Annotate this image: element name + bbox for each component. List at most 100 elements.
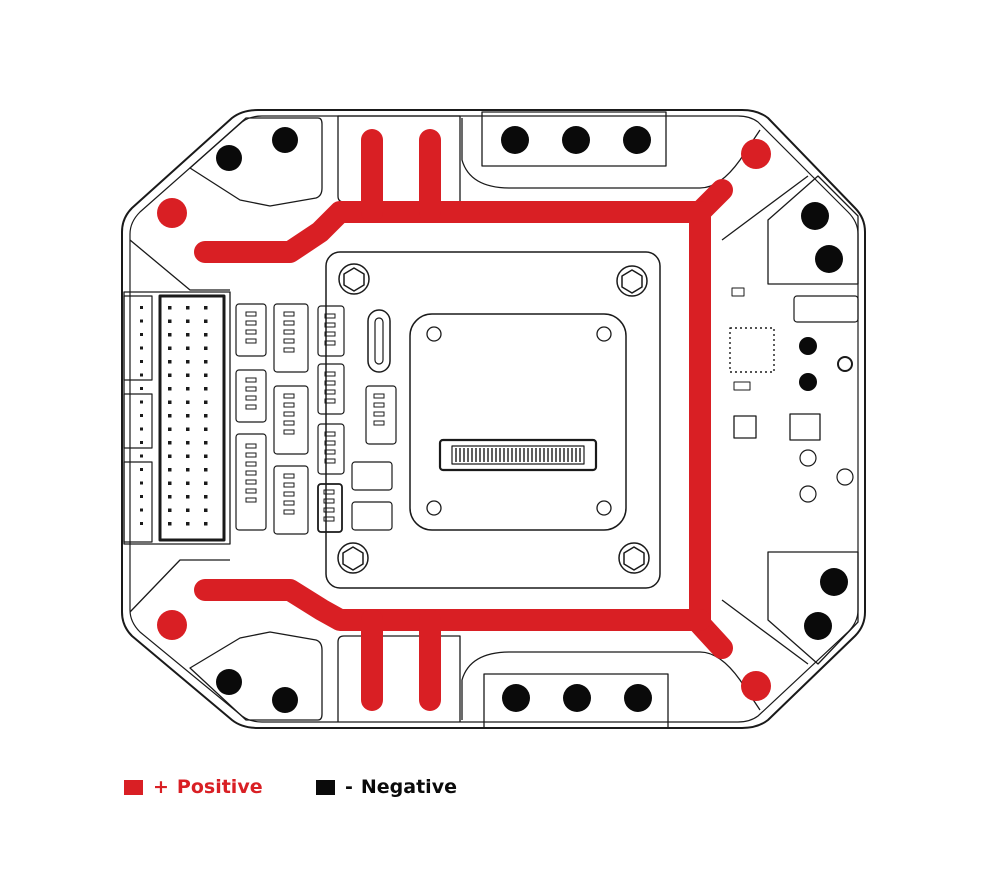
side-header-pin xyxy=(140,427,143,431)
positive-pad-1 xyxy=(157,198,187,228)
connector-pin xyxy=(323,516,335,522)
negative-pad-12 xyxy=(502,684,530,712)
negative-pad-1 xyxy=(216,145,242,171)
screw-top-right xyxy=(616,265,648,297)
header-pin xyxy=(186,441,190,445)
side-header-pin xyxy=(140,360,143,363)
legend-negative-symbol: - xyxy=(345,776,353,798)
header-pin xyxy=(168,346,172,350)
ic-dotted xyxy=(729,327,775,373)
header-pin xyxy=(204,427,208,431)
header-pin-grid xyxy=(140,306,208,526)
header-pin xyxy=(204,481,208,485)
header-pin xyxy=(168,333,172,337)
jst-connector-1 xyxy=(235,303,267,357)
header-pin xyxy=(204,522,208,526)
header-pin xyxy=(204,387,208,391)
header-pin xyxy=(204,319,208,323)
connector-pin xyxy=(283,347,295,353)
side-header-pin xyxy=(140,400,143,404)
header-pin xyxy=(204,508,208,512)
legend-negative-swatch xyxy=(316,779,335,795)
connector-pin xyxy=(323,489,335,495)
edge-trim-left-top xyxy=(129,239,230,291)
fc-hole-4 xyxy=(596,500,612,516)
header-pin xyxy=(168,387,172,391)
chip-right xyxy=(789,413,821,441)
header-pin xyxy=(204,495,208,499)
connector-pin xyxy=(324,322,336,328)
header-pin xyxy=(168,319,172,323)
screw-top-left xyxy=(338,263,370,295)
connector-pin xyxy=(283,320,295,326)
connector-bank-left xyxy=(123,291,231,545)
connector-pin xyxy=(245,479,257,485)
header-pin xyxy=(186,522,190,526)
side-header-pin xyxy=(140,468,143,471)
positive-pad-2 xyxy=(741,139,771,169)
connector-pin xyxy=(324,331,336,337)
jst-connector-3 xyxy=(235,433,267,531)
test-point-2 xyxy=(836,468,854,486)
connector-pin xyxy=(283,411,295,417)
pad-box-top xyxy=(481,111,667,167)
connector-pin xyxy=(245,488,257,494)
connector-pin xyxy=(245,470,257,476)
side-header-pin xyxy=(140,414,143,417)
connector-pin xyxy=(283,402,295,408)
legend-positive-swatch xyxy=(124,779,143,795)
header-pin xyxy=(186,481,190,485)
legend-negative: - Negative xyxy=(316,776,457,798)
header-pin xyxy=(168,454,172,458)
board-to-board-connector xyxy=(438,438,598,472)
positive-pad-4 xyxy=(741,671,771,701)
positive-trace-top xyxy=(194,179,733,263)
connector-pin xyxy=(373,393,385,399)
header-block-side-2 xyxy=(123,393,153,449)
connector-pin xyxy=(245,338,257,344)
legend-positive-symbol: + xyxy=(153,776,169,798)
usb-c-port-inner xyxy=(374,317,384,365)
header-pin xyxy=(186,400,190,404)
connector-pin xyxy=(245,311,257,317)
header-pin xyxy=(168,400,172,404)
negative-pad-8 xyxy=(820,568,848,596)
header-block-side-3 xyxy=(123,461,153,543)
connector-pin xyxy=(245,320,257,326)
header-pin xyxy=(204,441,208,445)
jst-connector-11 xyxy=(351,461,393,491)
negative-pad-14 xyxy=(624,684,652,712)
header-pin xyxy=(186,319,190,323)
header-pin xyxy=(186,454,190,458)
negative-pad-small-1 xyxy=(799,337,817,355)
test-point-1 xyxy=(799,449,817,467)
header-pin xyxy=(168,522,172,526)
side-header-pin xyxy=(140,319,143,323)
header-pin xyxy=(186,333,190,337)
connector-pin xyxy=(245,452,257,458)
connector-pin xyxy=(283,338,295,344)
connector-pin xyxy=(245,461,257,467)
usb-c-port xyxy=(367,309,391,373)
negative-pad-5 xyxy=(623,126,651,154)
side-header-pin xyxy=(140,346,143,350)
jst-connector-right xyxy=(793,295,859,323)
header-pin xyxy=(204,306,208,310)
edge-trim-right-bottom xyxy=(721,599,809,665)
side-header-pin xyxy=(140,495,143,498)
pad-region-right-top xyxy=(767,175,859,285)
connector-pin xyxy=(324,440,336,446)
header-pin xyxy=(204,454,208,458)
connector-pin xyxy=(324,431,336,437)
side-header-pin xyxy=(140,387,143,390)
connector-pin xyxy=(324,340,336,346)
negative-pad-4 xyxy=(562,126,590,154)
negative-pad-13 xyxy=(563,684,591,712)
header-pin xyxy=(186,387,190,391)
pad-box-bottom xyxy=(483,673,669,729)
header-pin xyxy=(168,468,172,472)
side-header-pin xyxy=(140,454,143,458)
connector-pin xyxy=(324,371,336,377)
legend-negative-label: Negative xyxy=(360,776,457,798)
